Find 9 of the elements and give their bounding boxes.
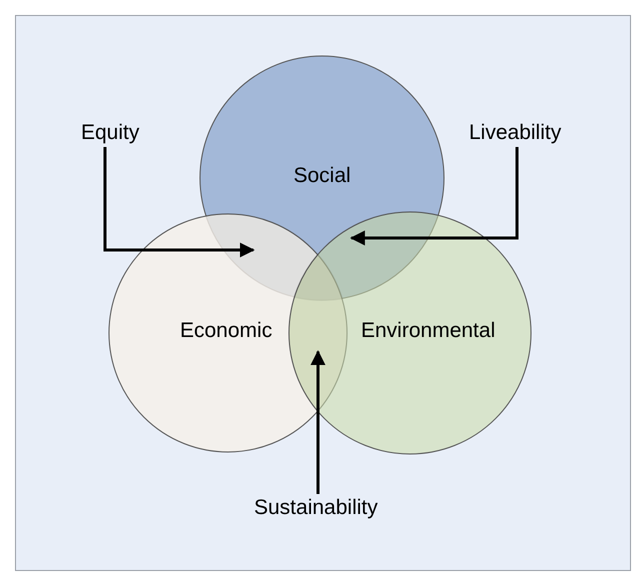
label-text: Liveability [469,121,562,145]
leader-arrow [104,147,255,258]
label-text: Sustainability [254,496,378,520]
label-text: Equity [81,121,140,145]
leader-arrow [310,350,326,494]
leader-arrow [350,147,518,246]
circle-label: Economic [180,319,272,343]
circle-label: Social [294,164,351,188]
circle-label: Environmental [361,319,496,343]
